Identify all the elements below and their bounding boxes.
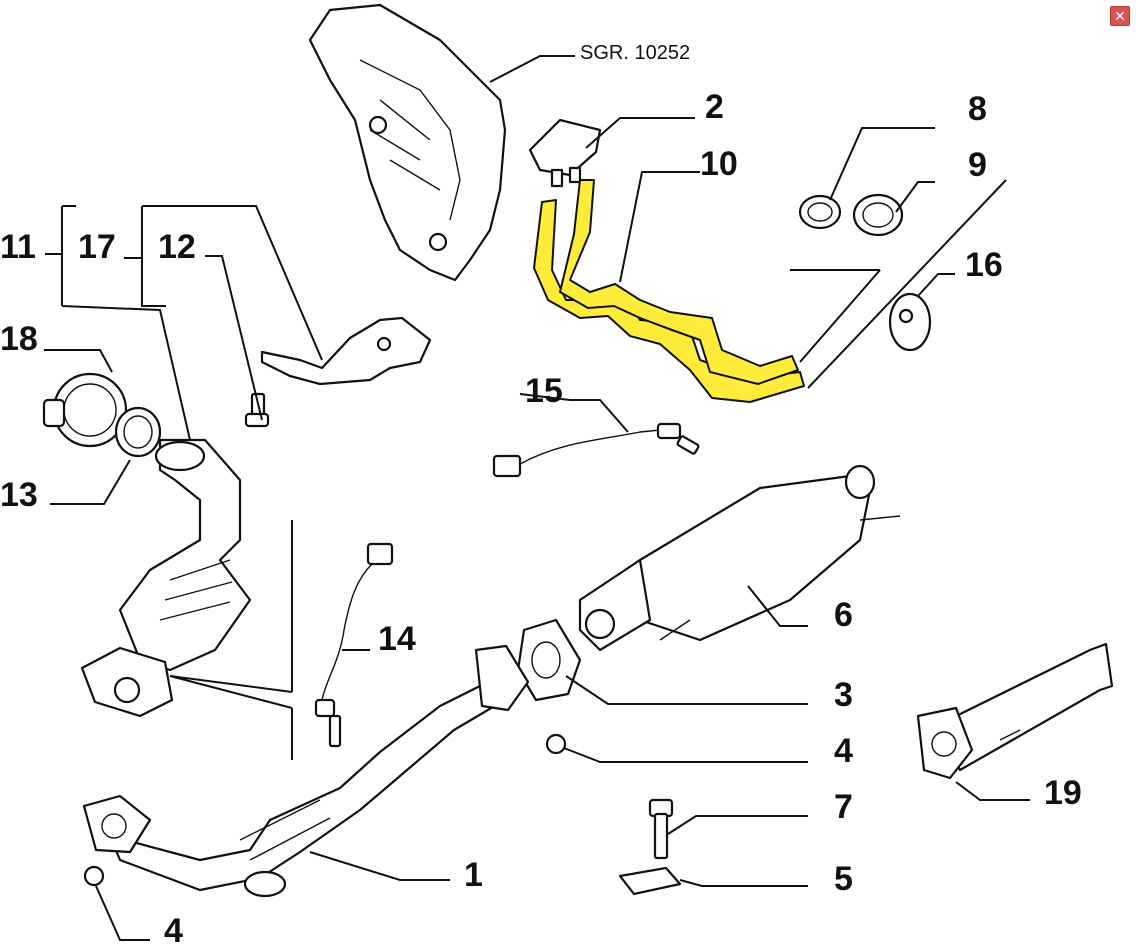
part-label-5: 5 bbox=[834, 860, 853, 898]
part-label-16: 16 bbox=[965, 246, 1003, 284]
clamp-9-part bbox=[852, 193, 904, 237]
pressure-sensor-part bbox=[528, 118, 602, 188]
bracket-part bbox=[260, 316, 432, 386]
part-label-7: 7 bbox=[834, 788, 853, 826]
part-label-10: 10 bbox=[700, 145, 738, 183]
dpf-muffler-part bbox=[578, 464, 901, 652]
rubber-mount-part bbox=[888, 292, 932, 352]
front-pipe-part bbox=[82, 644, 530, 898]
part-label-18: 18 bbox=[0, 320, 38, 358]
reference-label: SGR. 10252 bbox=[580, 42, 690, 64]
nut-4b-part bbox=[83, 865, 105, 887]
highlighted-hoses-part bbox=[533, 179, 805, 403]
nut-4a-part bbox=[545, 733, 567, 755]
part-label-17: 17 bbox=[78, 228, 116, 266]
part-label-13: 13 bbox=[0, 476, 38, 514]
part-label-8: 8 bbox=[968, 90, 987, 128]
part-label-14: 14 bbox=[378, 620, 416, 658]
part-label-4-left: 4 bbox=[164, 912, 183, 944]
part-label-15: 15 bbox=[525, 372, 563, 410]
tail-pipe-part bbox=[916, 642, 1114, 780]
gasket-3-part bbox=[516, 618, 582, 702]
part-label-1: 1 bbox=[464, 856, 483, 894]
part-label-19: 19 bbox=[1044, 774, 1082, 812]
lambda-sensor-14-part bbox=[314, 542, 394, 748]
lambda-sensor-15-part bbox=[492, 422, 700, 478]
part-label-3: 3 bbox=[834, 676, 853, 714]
leader-lines bbox=[44, 55, 1030, 941]
pad-5-part bbox=[618, 866, 682, 896]
close-button[interactable]: ✕ bbox=[1110, 6, 1130, 26]
part-label-6: 6 bbox=[834, 596, 853, 634]
part-label-12: 12 bbox=[158, 228, 196, 266]
clamp-18-part bbox=[42, 372, 128, 448]
part-label-9: 9 bbox=[968, 146, 987, 184]
part-label-4-right: 4 bbox=[834, 732, 853, 770]
close-icon: ✕ bbox=[1114, 8, 1126, 24]
catalytic-converter-part bbox=[80, 438, 252, 718]
heat-shield-part bbox=[308, 3, 507, 282]
bolt-7-part bbox=[648, 798, 674, 860]
part-label-2: 2 bbox=[705, 88, 724, 126]
part-label-11: 11 bbox=[0, 228, 36, 266]
clamp-8-part bbox=[798, 194, 842, 230]
gasket-13-part bbox=[114, 406, 162, 458]
